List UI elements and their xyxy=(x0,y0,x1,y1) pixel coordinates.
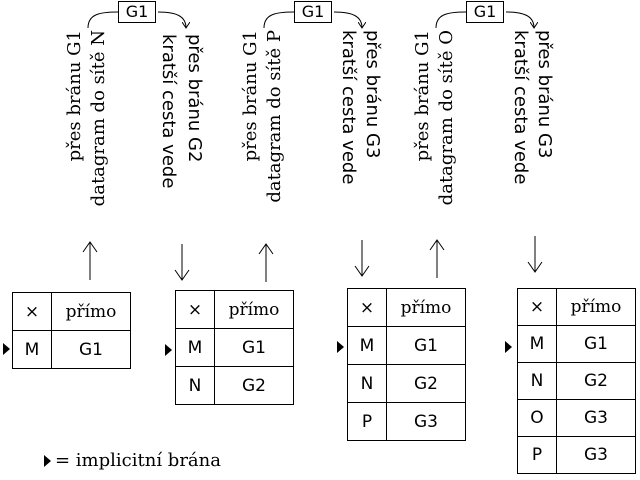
down-arrow-2 xyxy=(354,240,370,277)
table-header-row: × přímo xyxy=(517,288,636,326)
routing-table-3: × přímo M G1 N G2 P G3 xyxy=(347,288,466,441)
default-gateway-marker-3 xyxy=(337,341,344,353)
table-row: P G3 xyxy=(517,436,636,474)
datagram-label-3: datagram do sítě O xyxy=(436,30,457,206)
redirect-label-1: kratší cesta vede xyxy=(158,34,179,189)
curve-in-2 xyxy=(263,11,295,29)
legend-text: = implicitní brána xyxy=(55,450,221,471)
network-cell: O xyxy=(517,399,557,437)
datagram-via-label-3: přes bránu G1 xyxy=(412,30,433,162)
redirect-via-label-3: přes bránu G3 xyxy=(534,30,555,159)
datagram-label-2: datagram do sítě P xyxy=(264,30,285,203)
table-header-row: × přímo xyxy=(175,290,294,329)
header-direct: přímo xyxy=(51,292,131,331)
table-header-row: × přímo xyxy=(12,292,131,331)
table-row: N G2 xyxy=(517,362,636,400)
up-arrow-3 xyxy=(429,239,445,278)
up-arrow-2 xyxy=(258,243,274,282)
network-cell: N xyxy=(175,366,215,405)
network-cell: M xyxy=(175,328,215,367)
header-direct: přímo xyxy=(386,288,466,327)
header-direct: přímo xyxy=(214,290,294,329)
datagram-label-1: datagram do sítě N xyxy=(88,30,109,207)
redirect-via-label-1: přes bránu G2 xyxy=(184,34,205,163)
gateway-box-g1-step3: G1 xyxy=(466,1,504,23)
default-gateway-marker-1 xyxy=(3,343,10,355)
network-cell: M xyxy=(517,325,557,363)
datagram-via-label-2: přes bránu G1 xyxy=(240,30,261,162)
table-row: N G2 xyxy=(347,364,466,403)
gateway-cell: G1 xyxy=(386,326,466,365)
routing-table-1: × přímo M G1 xyxy=(12,292,131,369)
routing-table-4: × přímo M G1 N G2 O G3 P G3 xyxy=(517,288,636,474)
gateway-cell: G2 xyxy=(386,364,466,403)
header-x: × xyxy=(517,288,557,326)
table-header-row: × přímo xyxy=(347,288,466,327)
gateway-cell: G1 xyxy=(214,328,294,367)
gateway-cell: G2 xyxy=(214,366,294,405)
up-arrow-1 xyxy=(82,241,98,280)
datagram-via-label-1: přes bránu G1 xyxy=(64,30,85,162)
header-direct: přímo xyxy=(556,288,636,326)
network-cell: M xyxy=(347,326,387,365)
gateway-cell: G1 xyxy=(556,325,636,363)
network-cell: P xyxy=(347,402,387,441)
gateway-box-g1-step2: G1 xyxy=(294,1,332,23)
gateway-cell: G3 xyxy=(556,399,636,437)
header-x: × xyxy=(12,292,52,331)
redirect-label-3: kratší cesta vede xyxy=(510,30,531,185)
table-row: P G3 xyxy=(347,402,466,441)
routing-table-2: × přímo M G1 N G2 xyxy=(175,290,294,405)
gateway-cell: G1 xyxy=(51,330,131,369)
redirect-via-label-2: přes bránu G3 xyxy=(362,30,383,159)
header-x: × xyxy=(347,288,387,327)
network-cell: N xyxy=(517,362,557,400)
default-gateway-marker-4 xyxy=(505,341,512,353)
gateway-cell: G3 xyxy=(386,402,466,441)
network-cell: P xyxy=(517,436,557,474)
network-cell: N xyxy=(347,364,387,403)
table-row: M G1 xyxy=(347,326,466,365)
curve-out-2 xyxy=(333,11,362,28)
curve-in-3 xyxy=(435,11,467,29)
gateway-cell: G2 xyxy=(556,362,636,400)
table-row: N G2 xyxy=(175,366,294,405)
table-row: M G1 xyxy=(12,330,131,369)
default-gateway-marker-2 xyxy=(165,344,172,356)
table-row: M G1 xyxy=(517,325,636,363)
gateway-box-g1-step1: G1 xyxy=(118,1,156,23)
curve-in-1 xyxy=(87,11,119,29)
down-arrow-3 xyxy=(527,236,543,273)
network-cell: M xyxy=(12,330,52,369)
default-gateway-legend-icon xyxy=(44,455,51,467)
down-arrow-1 xyxy=(174,244,190,281)
header-x: × xyxy=(175,290,215,329)
gateway-cell: G3 xyxy=(556,436,636,474)
table-row: M G1 xyxy=(175,328,294,367)
table-row: O G3 xyxy=(517,399,636,437)
legend: = implicitní brána xyxy=(44,450,221,471)
redirect-label-2: kratší cesta vede xyxy=(338,30,359,185)
curve-out-1 xyxy=(157,11,186,28)
curve-out-3 xyxy=(505,11,534,28)
